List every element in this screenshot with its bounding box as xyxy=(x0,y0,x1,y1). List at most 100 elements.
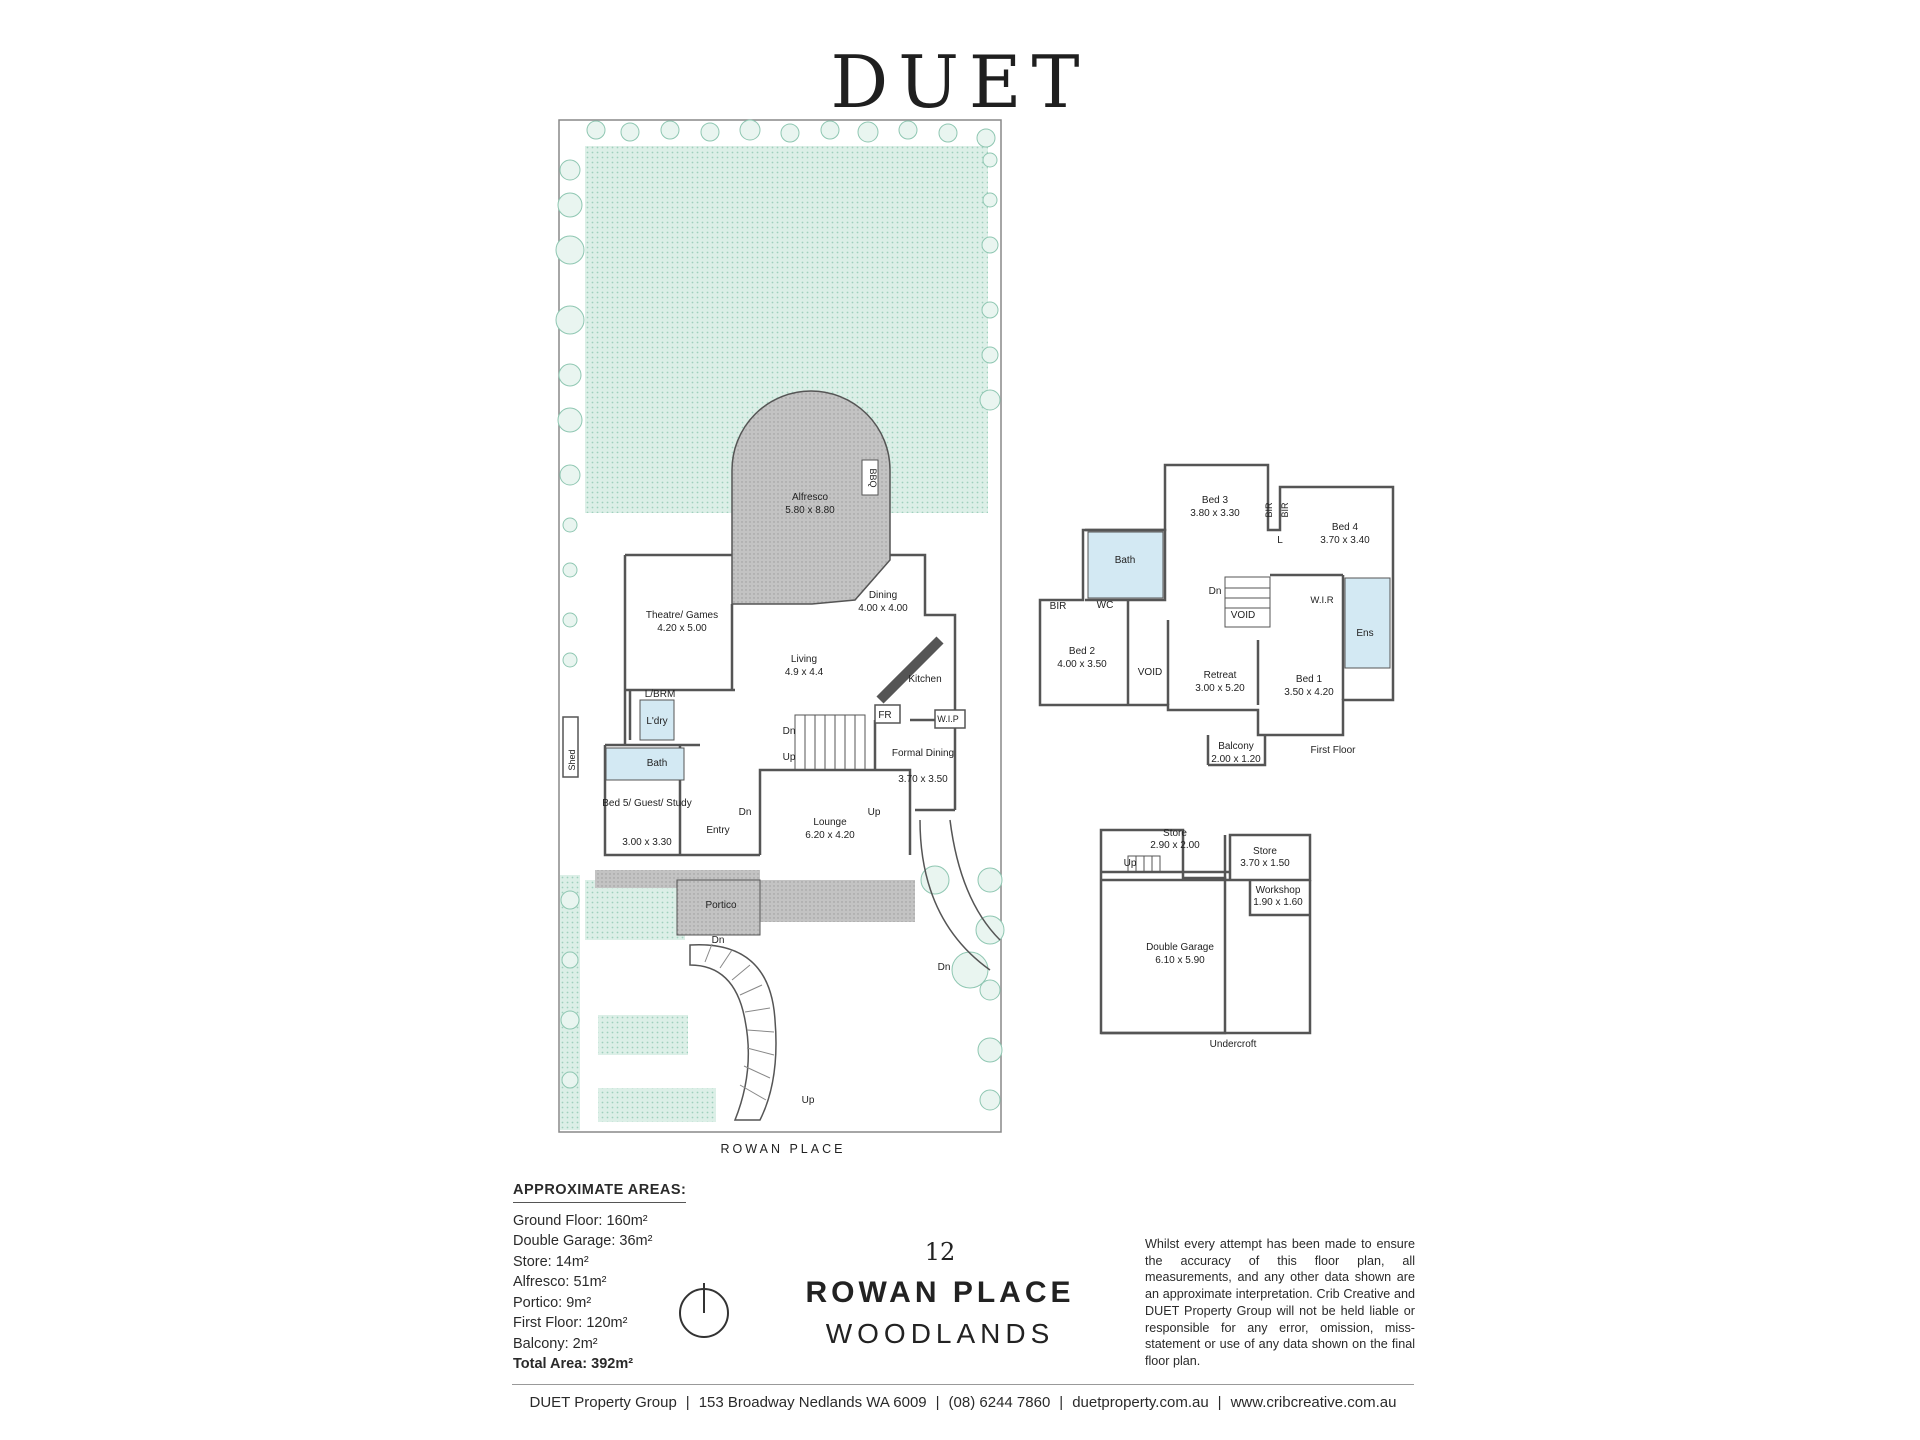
bath-wet xyxy=(605,747,685,781)
footer-web-duet[interactable]: duetproperty.com.au xyxy=(1072,1394,1209,1411)
address-number: 12 xyxy=(924,1238,956,1266)
room-name-bed3: Bed 3 xyxy=(1202,495,1229,506)
area-row: Portico: 9m² xyxy=(513,1294,592,1311)
room-name-store-2: Store xyxy=(1253,846,1277,857)
room-name-balcony: Balcony xyxy=(1218,741,1254,752)
footer: DUET Property Group|153 Broadway Nedland… xyxy=(529,1394,1397,1411)
ground-floor-labels: Alfresco 5.80 x 8.80 BBQ Theatre/ Games … xyxy=(567,468,959,1156)
areas-panel: APPROXIMATE AREAS: Ground Floor: 160m² D… xyxy=(513,1180,687,1375)
kitchen-bench xyxy=(876,636,944,704)
room-name-store-1: Store xyxy=(1163,828,1187,839)
footer-address: 153 Broadway Nedlands WA 6009 xyxy=(698,1394,927,1411)
label-wc: WC xyxy=(1097,600,1114,611)
first-floor-labels: Bed 3 3.80 x 3.30 Bed 4 3.70 x 3.40 Bath… xyxy=(1050,495,1374,765)
ground-floor-plan xyxy=(555,119,1005,1133)
room-dims-theatre: 4.20 x 5.00 xyxy=(657,623,707,634)
room-dims-workshop: 1.90 x 1.60 xyxy=(1253,897,1303,908)
step-lines xyxy=(704,943,775,1101)
area-row: Balcony: 2m² xyxy=(513,1335,598,1352)
front-lawn-1 xyxy=(585,880,685,940)
room-name-bed1: Bed 1 xyxy=(1296,674,1323,685)
stairs-ground xyxy=(794,714,866,771)
stair-label-undercroft: Up xyxy=(1124,858,1137,869)
room-name-lounge: Lounge xyxy=(813,817,847,828)
first-floor-title: First Floor xyxy=(1311,745,1357,756)
stair-label-5: Dn xyxy=(712,935,725,946)
room-name-garage: Double Garage xyxy=(1146,942,1214,953)
footer-phone[interactable]: (08) 6244 7860 xyxy=(948,1394,1051,1411)
footer-company: DUET Property Group xyxy=(529,1394,677,1411)
label-fr: FR xyxy=(878,710,891,721)
undercroft-labels: Store 2.90 x 2.00 Store 3.70 x 1.50 Work… xyxy=(1124,828,1304,1050)
label-wir: W.I.R xyxy=(1310,595,1333,606)
pantry xyxy=(934,709,966,729)
bbq xyxy=(861,459,879,496)
ensuite-wet xyxy=(1344,577,1391,669)
room-dims-alfresco: 5.80 x 8.80 xyxy=(785,505,835,516)
room-dims-retreat: 3.00 x 5.20 xyxy=(1195,683,1245,694)
label-shed: Shed xyxy=(567,749,577,770)
room-dims-garage: 6.10 x 5.90 xyxy=(1155,955,1205,966)
stair-label-first: Dn xyxy=(1209,586,1222,597)
side-lawn xyxy=(560,875,580,1130)
area-row: Store: 14m² xyxy=(513,1253,589,1270)
label-l: L xyxy=(1277,535,1283,546)
room-name-lbrm: L/BRM xyxy=(645,689,676,700)
address-suburb: WOODLANDS xyxy=(825,1318,1055,1349)
area-row: First Floor: 120m² xyxy=(513,1315,628,1331)
area-row: Double Garage: 36m² xyxy=(513,1233,653,1249)
room-name-bath: Bath xyxy=(647,758,668,769)
undercroft-plan xyxy=(1099,828,1312,1035)
areas-heading: APPROXIMATE AREAS: xyxy=(513,1180,687,1203)
room-dims-formal: 3.70 x 3.50 xyxy=(898,774,948,785)
portico-area xyxy=(676,879,761,936)
stairs-first xyxy=(1224,576,1271,628)
label-bir-2: BIR xyxy=(1264,502,1274,518)
brand-logo: DUET xyxy=(830,40,1090,124)
room-name-workshop: Workshop xyxy=(1256,885,1301,896)
side-path-inner xyxy=(919,819,991,971)
room-name-entry: Entry xyxy=(706,825,729,836)
area-row: Ground Floor: 160m² xyxy=(513,1212,648,1229)
shed xyxy=(562,716,579,778)
first-floor-plan xyxy=(1038,463,1395,767)
room-dims-dining: 4.00 x 4.00 xyxy=(858,603,908,614)
room-dims-bed5: 3.00 x 3.30 xyxy=(622,837,672,848)
stair-label-1: Dn xyxy=(783,726,796,737)
laundry-wet xyxy=(639,699,675,741)
label-bir-1: BIR xyxy=(1050,601,1067,612)
address-street: ROWAN PLACE xyxy=(805,1276,1075,1309)
room-name-bed4: Bed 4 xyxy=(1332,522,1359,533)
site-boundary xyxy=(558,119,1002,1133)
room-name-bath-first: Bath xyxy=(1115,555,1136,566)
room-dims-store-2: 3.70 x 1.50 xyxy=(1240,858,1290,869)
stair-label-2: Up xyxy=(783,752,796,763)
verandah-right xyxy=(760,880,915,922)
room-name-bed5: Bed 5/ Guest/ Study xyxy=(602,798,692,809)
stair-label-7: Up xyxy=(802,1095,815,1106)
room-name-formal: Formal Dining xyxy=(892,748,954,759)
footer-web-crib[interactable]: www.cribcreative.com.au xyxy=(1230,1394,1397,1411)
label-ens: Ens xyxy=(1356,628,1373,639)
area-total: Total Area: 392m² xyxy=(513,1356,634,1372)
room-dims-bed3: 3.80 x 3.30 xyxy=(1190,508,1240,519)
room-dims-balcony: 2.00 x 1.20 xyxy=(1211,754,1261,765)
room-name-living: Living xyxy=(791,654,817,665)
stair-label-6: Dn xyxy=(938,962,951,973)
room-dims-bed4: 3.70 x 3.40 xyxy=(1320,535,1370,546)
room-name-bbq: BBQ xyxy=(868,468,878,487)
shrubs-top xyxy=(555,119,1005,1111)
room-name-bed2: Bed 2 xyxy=(1069,646,1096,657)
room-name-alfresco: Alfresco xyxy=(792,492,829,503)
room-dims-store-1: 2.90 x 2.00 xyxy=(1150,840,1200,851)
stair-label-4: Up xyxy=(868,807,881,818)
alfresco-area xyxy=(731,390,891,605)
disclaimer: Whilst every attempt has been made to en… xyxy=(1145,1237,1415,1368)
stairs-undercroft xyxy=(1127,855,1161,873)
label-void-2: VOID xyxy=(1138,667,1162,678)
room-name-portico: Portico xyxy=(705,900,737,911)
north-compass-icon xyxy=(679,1283,729,1338)
street-label: ROWAN PLACE xyxy=(721,1142,846,1156)
room-dims-living: 4.9 x 4.4 xyxy=(785,667,824,678)
